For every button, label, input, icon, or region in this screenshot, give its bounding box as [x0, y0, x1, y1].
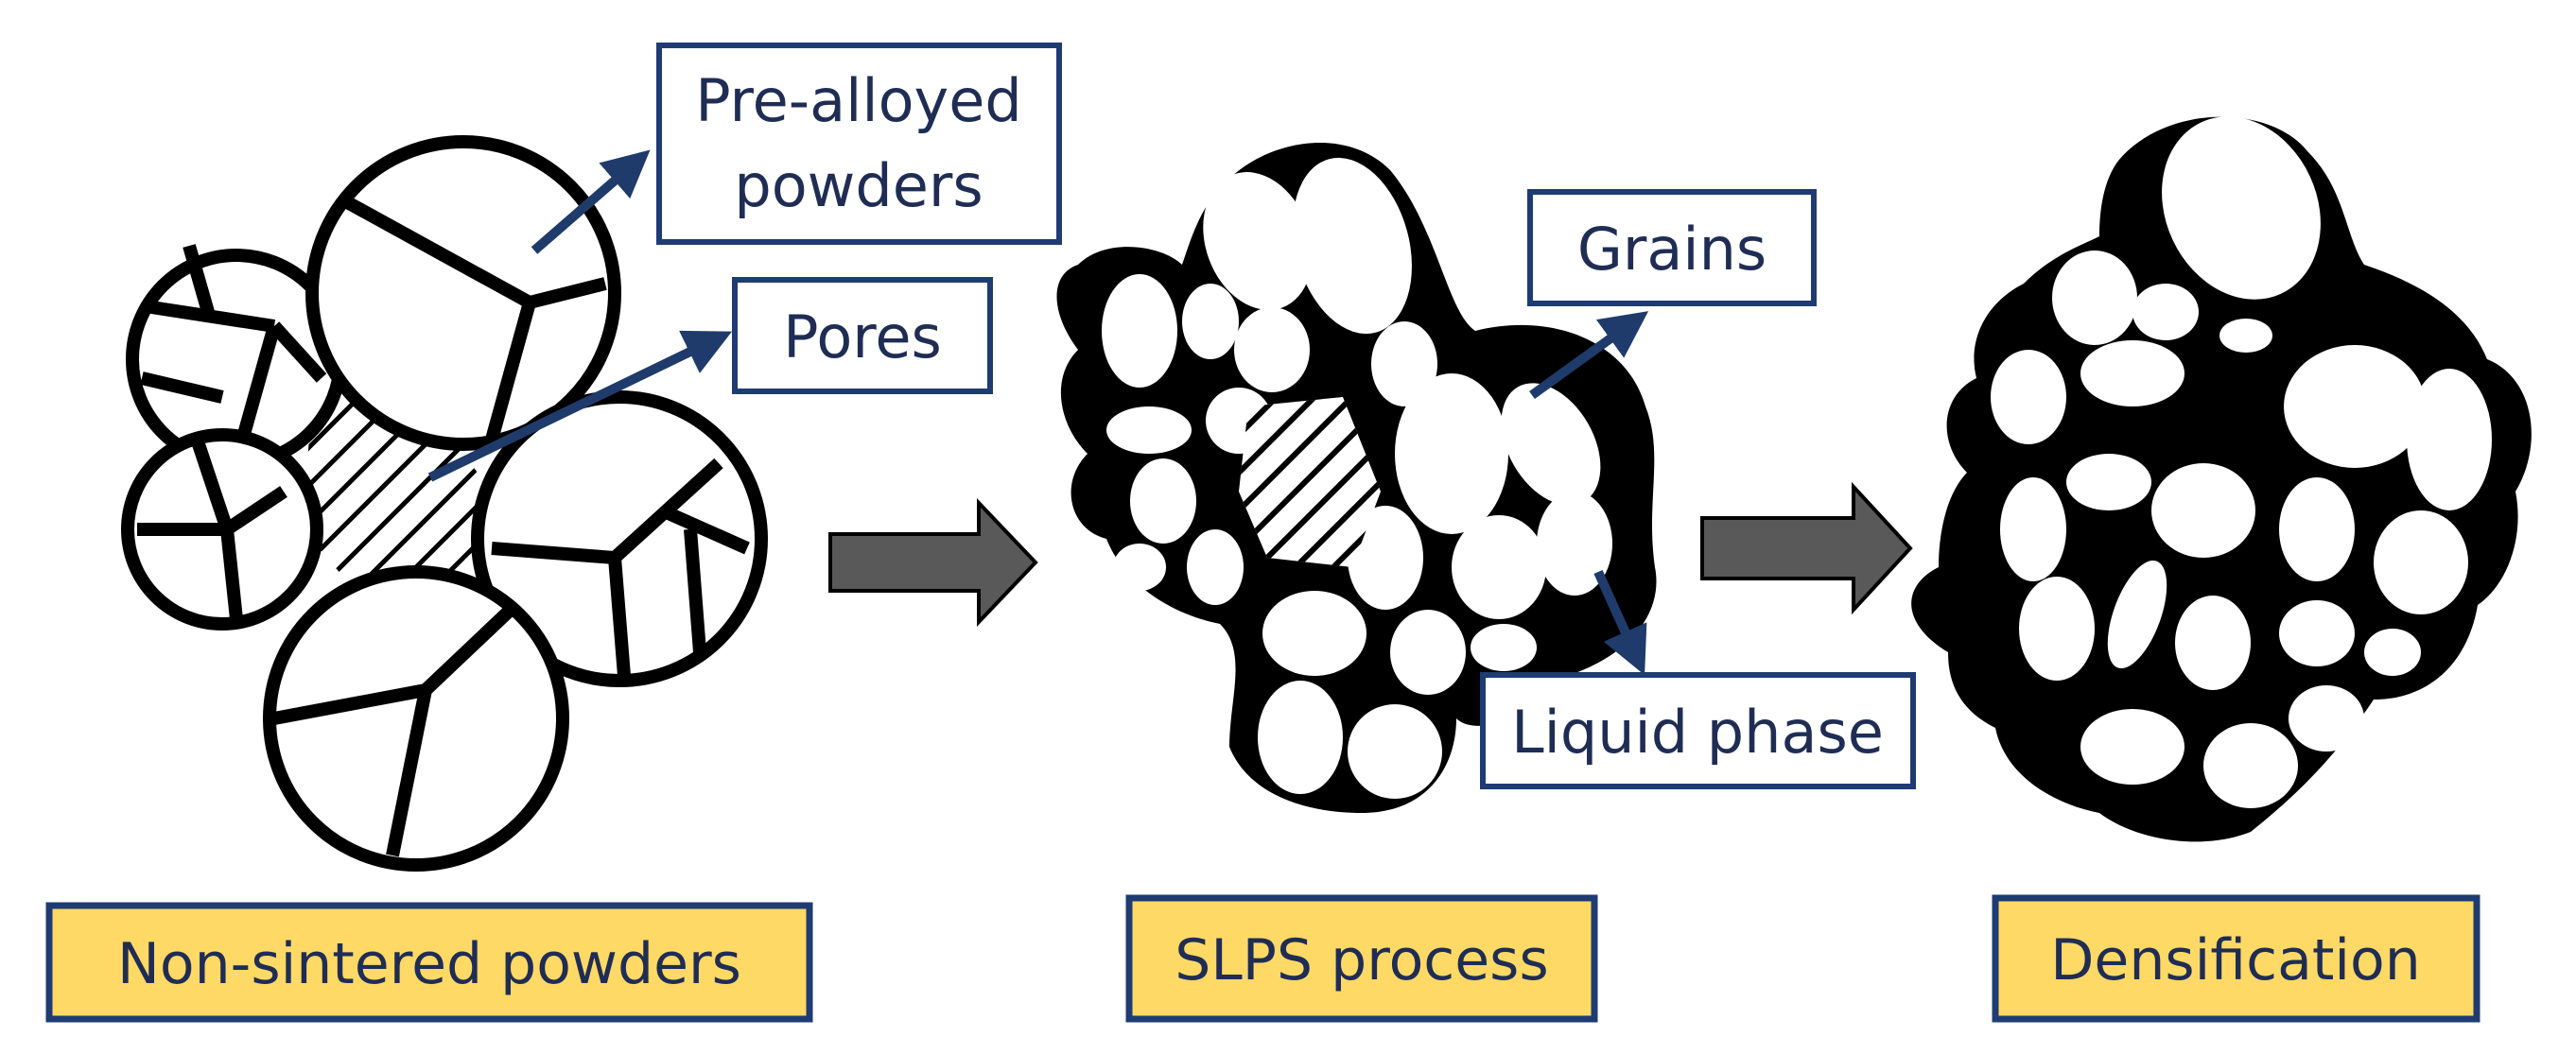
grains-label-text: Grains [1577, 215, 1767, 284]
prealloyed-label-line1: Pre-alloyed [695, 66, 1022, 135]
caption-slps-process: SLPS process [1125, 894, 1598, 1023]
liquid-phase-pointer-arrow [1593, 569, 1647, 676]
process-arrow-2 [1700, 481, 1913, 615]
prealloyed-powders-label: Pre-alloyed powders [656, 43, 1062, 245]
powder-particle [126, 244, 347, 470]
slps-process-drawing [1056, 143, 1657, 813]
process-arrow-1 [828, 498, 1038, 627]
grains-label: Grains [1527, 189, 1817, 306]
densified-grains [1991, 116, 2492, 808]
caption-non-sintered-powders: Non-sintered powders [45, 902, 813, 1023]
grains [1102, 157, 1612, 799]
liquid-phase-label: Liquid phase [1480, 672, 1916, 789]
powder-particle [305, 135, 621, 451]
powder-particle [263, 565, 569, 872]
powder-particle [121, 428, 323, 631]
caption-stage3-text: Densification [2050, 927, 2421, 994]
caption-stage1-text: Non-sintered powders [117, 931, 741, 997]
liquid-phase-label-text: Liquid phase [1511, 698, 1884, 767]
prealloyed-pointer-arrow [531, 149, 651, 254]
caption-stage2-text: SLPS process [1175, 927, 1548, 994]
powder-particle [471, 390, 768, 687]
densification-drawing [1911, 116, 2532, 842]
pores-label: Pores [732, 277, 993, 394]
non-sintered-powders-drawing [121, 135, 768, 872]
caption-densification: Densification [1992, 894, 2480, 1023]
grains-pointer-arrow [1529, 311, 1649, 400]
prealloyed-label-line2: powders [734, 151, 983, 220]
pores-label-text: Pores [783, 302, 942, 371]
pores-pointer-arrow [427, 330, 733, 482]
